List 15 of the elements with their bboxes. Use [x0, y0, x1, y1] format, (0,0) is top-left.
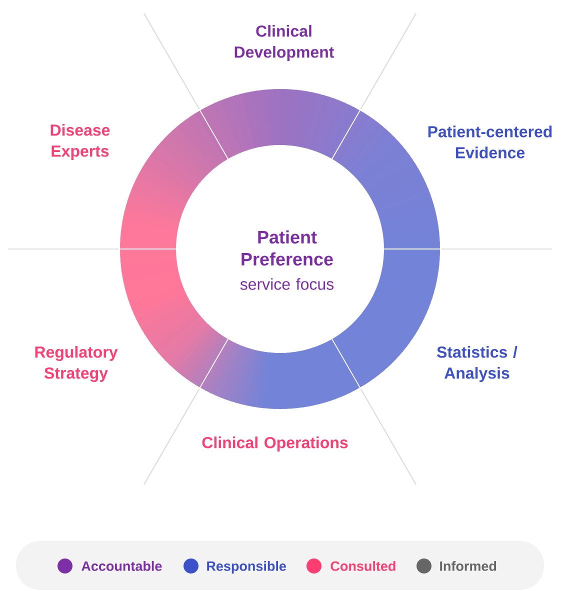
ring-segment — [200, 339, 360, 409]
segment-label: Regulatory Strategy — [35, 346, 118, 382]
segment-label: Statistics / Analysis — [437, 346, 518, 382]
segment-label: Clinical Operations — [202, 436, 348, 452]
legend-label: Accountable — [82, 561, 162, 571]
legend-label: Consulted — [330, 561, 396, 571]
legend-label: Informed — [440, 561, 496, 571]
segment-label: Disease Experts — [50, 124, 110, 160]
center-title: Patient Preference — [242, 230, 333, 266]
ring-segment — [120, 249, 228, 388]
center-subtitle: service focus — [240, 278, 334, 290]
legend-label: Responsible — [207, 561, 286, 574]
segment-label: Clinical Development — [234, 25, 334, 61]
segment-label: Patient-centered Evidence — [428, 126, 552, 158]
ring-segment — [120, 110, 228, 249]
